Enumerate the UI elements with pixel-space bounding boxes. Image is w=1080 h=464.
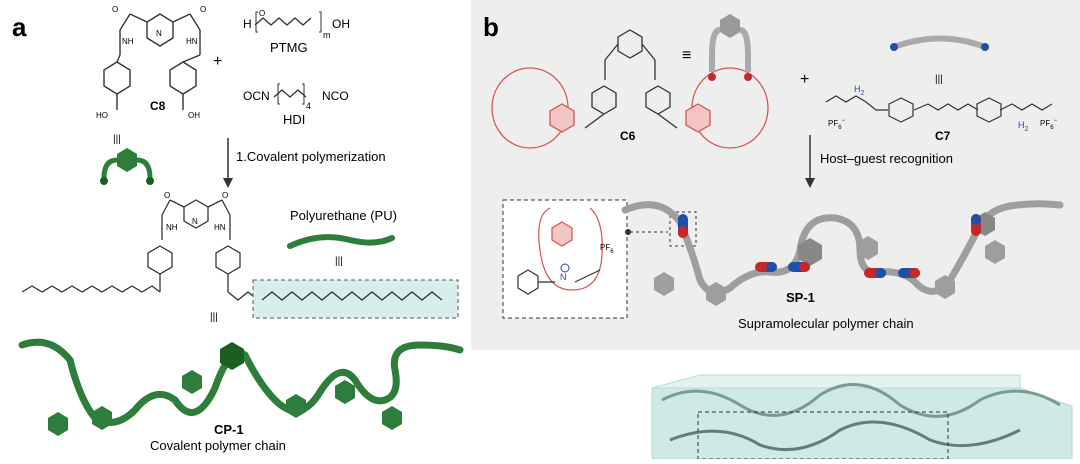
recognition-step-label: Host–guest recognition [820, 151, 953, 166]
complex-inset [502, 199, 628, 319]
ptmg-chain [254, 17, 312, 26]
panel-b-letter: b [483, 12, 499, 42]
c8-oh-right: OH [188, 111, 200, 120]
panel-a-letter: a [12, 12, 27, 42]
c8-equiv: ||| [113, 134, 121, 145]
ptmg-h: H [243, 17, 252, 31]
c8-ho-left: HO [96, 111, 108, 120]
hdi-subscript: 4 [306, 101, 311, 111]
c7-cartoon-end-left [890, 43, 898, 51]
c6-cartoon [708, 14, 752, 81]
c7-nh2-left: H2 [854, 84, 865, 97]
c7-cartoon [891, 35, 988, 50]
plus-a: + [213, 53, 222, 70]
arrow-a-head [223, 178, 233, 188]
hdi-brackets [277, 83, 305, 105]
c7-cartoon-end-right [981, 43, 989, 51]
cp-o-left: O [164, 191, 170, 200]
reaction-step-label: 1.Covalent polymerization [236, 149, 386, 164]
cp-equiv: ||| [210, 312, 218, 323]
c7-label: C7 [935, 129, 951, 143]
arrow-b-head [805, 178, 815, 188]
inset-leader-dot [625, 229, 631, 235]
sp1-caption: Supramolecular polymer chain [738, 316, 914, 331]
c6-structure [491, 29, 769, 149]
complex-highlight-box [669, 211, 697, 247]
ptmg-o: O [259, 9, 265, 18]
c6-equiv: ≡ [682, 47, 691, 64]
c7-pf6-left: PF6− [828, 118, 846, 131]
c6-label: C6 [620, 129, 636, 143]
ptmg-label: PTMG [270, 40, 308, 55]
c8-o-right: O [200, 5, 206, 14]
pu-label: Polyurethane (PU) [290, 208, 397, 223]
hdi-label: HDI [283, 112, 305, 127]
ptmg-brackets [255, 11, 322, 33]
sp1-name: SP-1 [786, 290, 815, 305]
c7-ring-left [888, 97, 914, 123]
cp-n-atom: N [192, 217, 198, 226]
c8-nh-left: NH [122, 37, 134, 46]
ptmg-m: m [323, 30, 331, 40]
pu-equiv: ||| [335, 256, 343, 267]
cp1-name: CP-1 [214, 422, 244, 437]
cp-o-right: O [222, 191, 228, 200]
cp-hn: HN [214, 223, 226, 232]
hdi-chain [273, 89, 307, 98]
c7-chain [825, 95, 1053, 111]
pu-cartoon [287, 234, 395, 249]
c7-equiv: ||| [935, 74, 943, 85]
c7-pf6-right: PF6− [1040, 118, 1058, 131]
cp-nh: NH [166, 223, 178, 232]
complex-nh2: N [560, 272, 567, 282]
cp1-caption: Covalent polymer chain [150, 438, 286, 453]
c7-nh2-right: H2 [1018, 120, 1029, 133]
c8-cartoon [100, 148, 154, 185]
sp1-host-guest-links [678, 214, 981, 278]
c8-structure [103, 13, 201, 110]
complex-pf6: PF6 [600, 243, 614, 255]
c8-n-atom: N [156, 29, 162, 38]
network-cube [651, 374, 1073, 460]
sp1-chain-cartoon [621, 200, 1064, 306]
plus-b: + [800, 71, 809, 88]
hdi-nco: NCO [322, 89, 349, 103]
c8-label: C8 [150, 99, 166, 113]
cp1-chain-cartoon [18, 338, 464, 436]
pu-chain [261, 291, 443, 301]
complex-positive-charge [560, 263, 570, 273]
complex-structure [517, 207, 603, 295]
c8-hn-right: HN [186, 37, 198, 46]
panel-b: b C6 ≡ + [471, 0, 1080, 350]
c8-o-left: O [112, 5, 118, 14]
panel-a: a N O O NH HN HO OH C8 ||| [12, 5, 464, 453]
hdi-ocn: OCN [243, 89, 270, 103]
c7-ring-right [976, 97, 1002, 123]
ptmg-oh: OH [332, 17, 350, 31]
